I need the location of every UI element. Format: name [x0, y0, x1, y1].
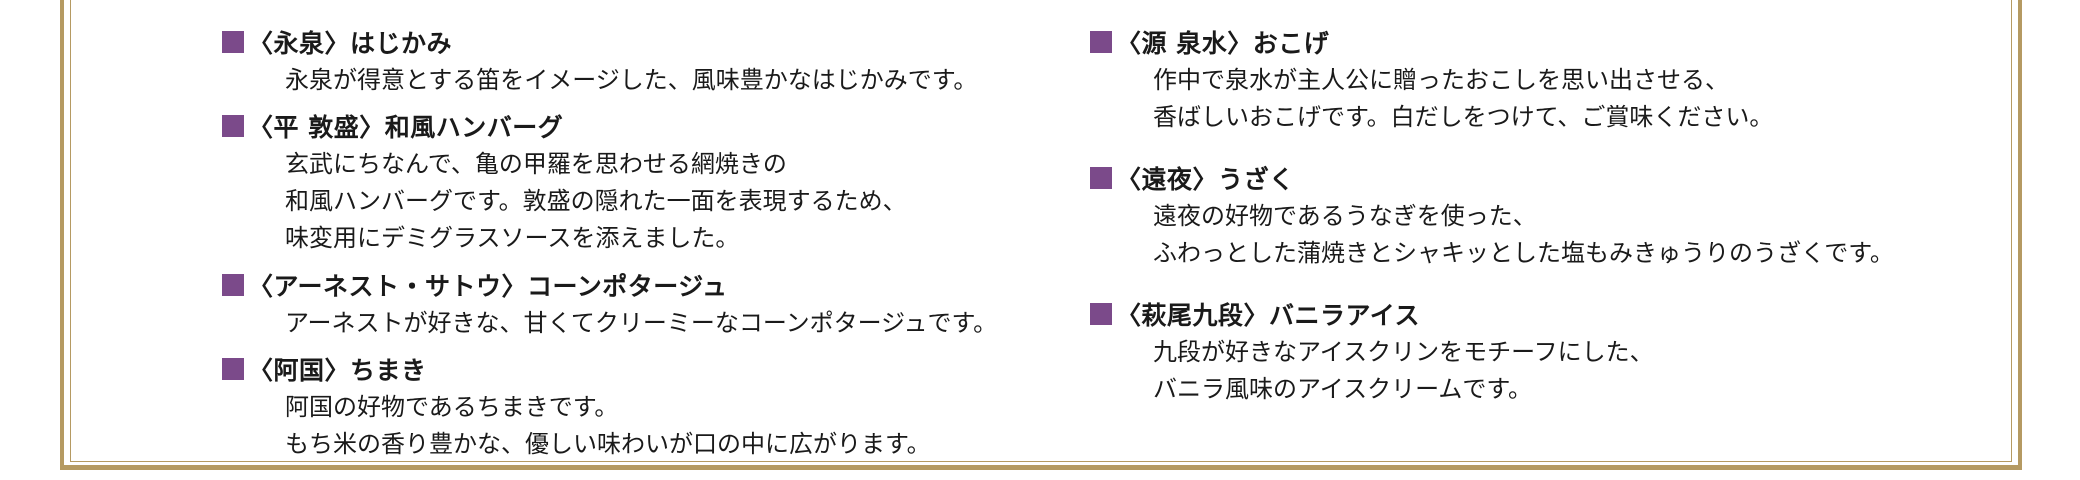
menu-item-title: 〈萩尾九段〉バニラアイス — [1116, 301, 1421, 330]
menu-item-vanilla-ice: 〈萩尾九段〉バニラアイス 九段が好きなアイスクリンをモチーフにした、 バニラ風味… — [1090, 294, 1894, 408]
square-bullet-icon — [1090, 167, 1112, 189]
menu-item-title: 〈永泉〉はじかみ — [248, 29, 453, 58]
menu-column-left: 〈永泉〉はじかみ 永泉が得意とする笛をイメージした、風味豊かなはじかみです。 〈… — [222, 22, 997, 463]
menu-item-description-line: 和風ハンバーグです。敦盛の隠れた一面を表現するため、 — [285, 187, 907, 215]
menu-item-description-line: 玄武にちなんで、亀の甲羅を思わせる網焼きの — [285, 150, 787, 178]
square-bullet-icon — [222, 274, 244, 296]
menu-item-title: 〈アーネスト・サトウ〉コーンポタージュ — [248, 272, 728, 301]
menu-item-description-line: 遠夜の好物であるうなぎを使った、 — [1153, 202, 1537, 230]
menu-item-header: 〈平 敦盛〉和風ハンバーグ — [222, 106, 997, 146]
square-bullet-icon — [1090, 31, 1112, 53]
square-bullet-icon — [222, 358, 244, 380]
outer-frame-border — [60, 0, 2022, 470]
menu-item-header: 〈萩尾九段〉バニラアイス — [1090, 294, 1894, 334]
menu-item-description-line: 阿国の好物であるちまきです。 — [285, 393, 619, 421]
menu-item-title: 〈源 泉水〉おこげ — [1116, 29, 1330, 58]
menu-item-title: 〈平 敦盛〉和風ハンバーグ — [248, 113, 564, 142]
menu-item-description-line: アーネストが好きな、甘くてクリーミーなコーンポタージュです。 — [285, 309, 998, 337]
square-bullet-icon — [222, 115, 244, 137]
menu-item-hajikami: 〈永泉〉はじかみ 永泉が得意とする笛をイメージした、風味豊かなはじかみです。 — [222, 22, 997, 99]
menu-item-description-line: 作中で泉水が主人公に贈ったおこしを思い出させる、 — [1153, 66, 1729, 94]
menu-item-description-line: 永泉が得意とする笛をイメージした、風味豊かなはじかみです。 — [285, 66, 978, 94]
square-bullet-icon — [222, 31, 244, 53]
menu-item-description-line: 香ばしいおこげです。白だしをつけて、ご賞味ください。 — [1153, 103, 1774, 131]
menu-item-description-line: 味変用にデミグラスソースを添えました。 — [285, 224, 740, 252]
square-bullet-icon — [1090, 303, 1112, 325]
menu-item-okoge: 〈源 泉水〉おこげ 作中で泉水が主人公に贈ったおこしを思い出させる、 香ばしいお… — [1090, 22, 1894, 136]
menu-item-hamburg: 〈平 敦盛〉和風ハンバーグ 玄武にちなんで、亀の甲羅を思わせる網焼きの 和風ハン… — [222, 106, 997, 257]
menu-item-header: 〈阿国〉ちまき — [222, 349, 997, 389]
menu-item-description-line: もち米の香り豊かな、優しい味わいが口の中に広がります。 — [285, 430, 931, 458]
menu-item-header: 〈アーネスト・サトウ〉コーンポタージュ — [222, 265, 997, 305]
menu-item-header: 〈遠夜〉うざく — [1090, 158, 1894, 198]
menu-item-description-line: 九段が好きなアイスクリンをモチーフにした、 — [1153, 338, 1654, 366]
menu-item-title: 〈遠夜〉うざく — [1116, 165, 1295, 194]
menu-item-description-line: バニラ風味のアイスクリームです。 — [1153, 375, 1532, 403]
menu-item-description-line: ふわっとした蒲焼きとシャキッとした塩もみきゅうりのうざくです。 — [1153, 239, 1894, 267]
menu-column-right: 〈源 泉水〉おこげ 作中で泉水が主人公に贈ったおこしを思い出させる、 香ばしいお… — [1090, 22, 1894, 408]
menu-item-header: 〈永泉〉はじかみ — [222, 22, 997, 62]
menu-item-chimaki: 〈阿国〉ちまき 阿国の好物であるちまきです。 もち米の香り豊かな、優しい味わいが… — [222, 349, 997, 463]
menu-item-corn-potage: 〈アーネスト・サトウ〉コーンポタージュ アーネストが好きな、甘くてクリーミーなコ… — [222, 265, 997, 342]
menu-item-uzaku: 〈遠夜〉うざく 遠夜の好物であるうなぎを使った、 ふわっとした蒲焼きとシャキッと… — [1090, 158, 1894, 272]
menu-item-header: 〈源 泉水〉おこげ — [1090, 22, 1894, 62]
menu-item-title: 〈阿国〉ちまき — [248, 356, 427, 385]
inner-frame-border — [70, 0, 2012, 462]
